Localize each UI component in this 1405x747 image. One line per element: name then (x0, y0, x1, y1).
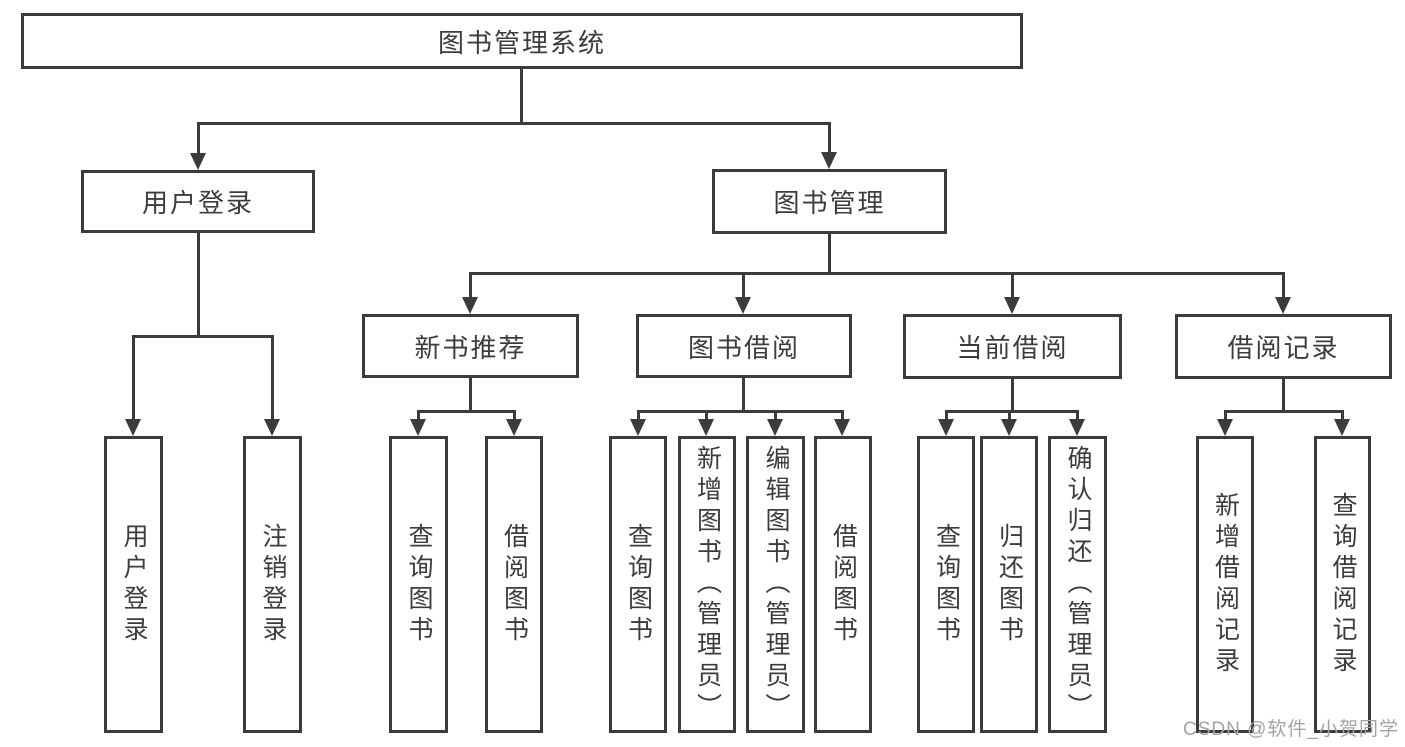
leaf-label: 查询图书 (405, 522, 433, 647)
arrowhead-icon (1334, 419, 1350, 436)
leaf-query-books-recommend: 查询图书 (389, 436, 448, 733)
connector-line (197, 233, 200, 335)
connector-line (417, 410, 420, 422)
leaf-add-borrow-record: 新增借阅记录 (1196, 436, 1254, 733)
connector-line (828, 122, 831, 155)
node-user-login: 用户登录 (81, 170, 315, 233)
arrowhead-icon (506, 419, 522, 436)
connector-line (841, 410, 844, 422)
connector-line (1282, 379, 1285, 413)
connector-line (132, 335, 274, 338)
leaf-return-books: 归还图书 (980, 436, 1038, 733)
leaf-label: 用户登录 (120, 522, 148, 647)
leaf-add-books-admin: 新增图书（管理员） (678, 436, 736, 733)
node-current-borrowing: 当前借阅 (903, 314, 1122, 379)
node-borrowing-records: 借阅记录 (1175, 314, 1392, 379)
connector-line (1076, 410, 1079, 422)
arrowhead-icon (264, 419, 280, 436)
connector-line (637, 410, 640, 422)
leaf-borrow-books-borrowing: 借阅图书 (814, 436, 872, 733)
leaf-user-login: 用户登录 (104, 436, 163, 733)
connector-line (469, 272, 472, 299)
leaf-label: 新增图书（管理员） (693, 445, 722, 724)
connector-line (513, 410, 516, 422)
leaf-label: 编辑图书（管理员） (762, 445, 790, 724)
leaf-label: 新增借阅记录 (1211, 491, 1240, 678)
connector-line (271, 335, 274, 421)
arrowhead-icon (125, 419, 141, 436)
connector-line (742, 272, 745, 299)
arrowhead-icon (767, 419, 783, 436)
connector-line (637, 410, 844, 413)
connector-line (1011, 379, 1014, 413)
connector-line (1224, 410, 1344, 413)
leaf-query-borrow-record: 查询借阅记录 (1314, 436, 1371, 733)
arrowhead-icon (410, 419, 426, 436)
connector-line (945, 410, 1078, 413)
leaf-label: 借阅图书 (500, 522, 529, 647)
arrowhead-icon (1001, 419, 1017, 436)
arrowhead-icon (834, 419, 850, 436)
leaf-label: 归还图书 (995, 522, 1024, 647)
arrowhead-icon (1217, 419, 1233, 436)
leaf-label: 查询图书 (624, 522, 653, 647)
connector-line (469, 272, 1285, 275)
connector-line (469, 378, 472, 413)
leaf-label: 注销登录 (259, 522, 287, 647)
leaf-logout: 注销登录 (243, 436, 302, 733)
node-book-borrowing: 图书借阅 (636, 314, 852, 378)
arrowhead-icon (190, 153, 206, 170)
arrowhead-icon (735, 297, 751, 314)
connector-line (705, 410, 708, 422)
leaf-label: 查询借阅记录 (1329, 491, 1357, 678)
leaf-confirm-return-admin: 确认归还（管理员） (1048, 436, 1107, 733)
arrowhead-icon (462, 297, 478, 314)
connector-line (197, 122, 831, 125)
leaf-edit-books-admin: 编辑图书（管理员） (746, 436, 805, 733)
connector-line (1011, 272, 1014, 299)
arrowhead-icon (630, 419, 646, 436)
leaf-query-books-current: 查询图书 (917, 436, 975, 733)
connector-line (828, 234, 831, 272)
watermark: CSDN @软件_小贺同学 (1183, 719, 1399, 740)
arrowhead-icon (1004, 297, 1020, 314)
connector-line (945, 410, 948, 422)
connector-line (197, 122, 200, 156)
arrowhead-icon (1069, 419, 1085, 436)
leaf-label: 借阅图书 (829, 522, 858, 647)
arrowhead-icon (1275, 297, 1291, 314)
leaf-query-books-borrowing: 查询图书 (609, 436, 667, 733)
arrowhead-icon (698, 419, 714, 436)
arrowhead-icon (938, 419, 954, 436)
connector-line (132, 335, 135, 421)
node-new-book-recommend: 新书推荐 (362, 314, 579, 378)
connector-line (1282, 272, 1285, 299)
leaf-label: 查询图书 (932, 522, 961, 647)
leaf-borrow-books-recommend: 借阅图书 (485, 436, 543, 733)
leaf-label: 确认归还（管理员） (1064, 445, 1092, 724)
connector-line (417, 410, 516, 413)
node-book-management: 图书管理 (712, 169, 947, 234)
connector-line (1224, 410, 1227, 422)
connector-line (1008, 410, 1011, 422)
connector-line (742, 378, 745, 413)
node-root: 图书管理系统 (21, 13, 1023, 69)
arrowhead-icon (821, 152, 837, 169)
connector-line (1341, 410, 1344, 422)
connector-line (774, 410, 777, 422)
connector-line (520, 69, 523, 122)
